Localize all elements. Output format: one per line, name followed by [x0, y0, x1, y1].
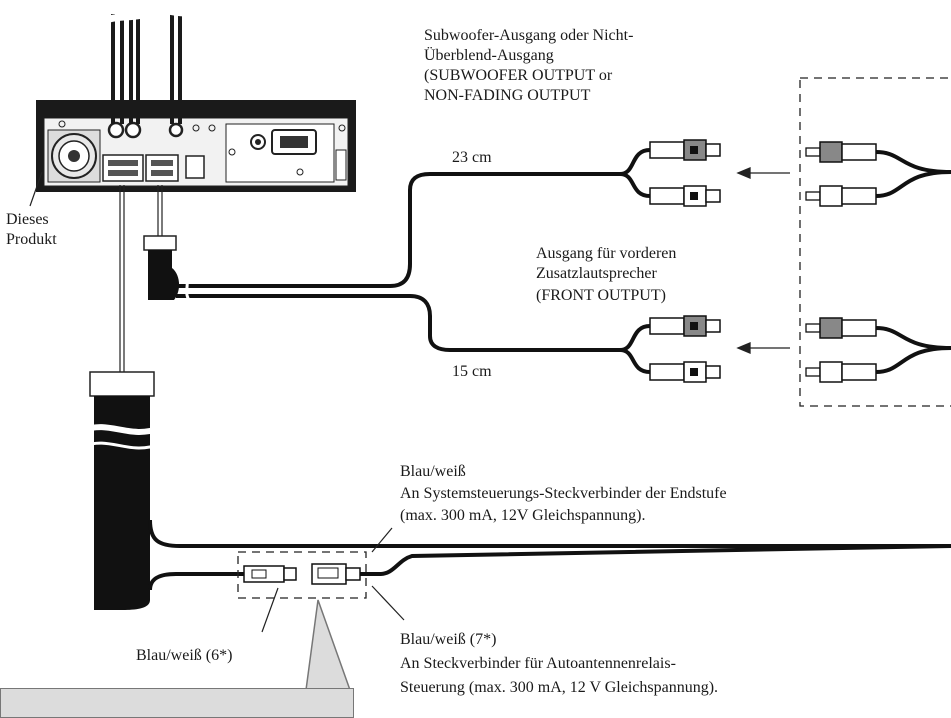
cooling-fan-icon: [47, 129, 101, 183]
main-harness-socket: [102, 154, 144, 182]
leader-lines: [261, 527, 405, 633]
subwoofer-rca-plugs: [619, 139, 721, 207]
cable-23cm: [176, 172, 620, 288]
product-leader-line: [29, 171, 43, 207]
connection-arrows: [736, 167, 790, 354]
system-control-line3: (max. 300 mA, 12V Gleichspannung).: [400, 507, 646, 524]
front-label-line2: Zusatzlautsprecher: [536, 265, 657, 282]
front-label-line3: (FRONT OUTPUT): [536, 287, 666, 304]
product-label-line2: Produkt: [6, 231, 57, 248]
head-unit: [36, 100, 356, 192]
antenna-relay-line3: Steuerung (max. 300 mA, 12 V Gleichspann…: [400, 679, 719, 696]
system-control-line1: Blau/weiß: [400, 463, 466, 480]
subwoofer-label-line3: (SUBWOOFER OUTPUT or: [424, 67, 613, 84]
front-rca-plugs: [619, 315, 721, 383]
front-label-line1: Ausgang für vorderen: [536, 245, 677, 262]
length-23-label: 23 cm: [452, 149, 492, 166]
note-callout-box: [0, 688, 354, 718]
antenna-relay-line2: An Steckverbinder für Autoantennenrelais…: [400, 655, 676, 672]
subwoofer-label-line1: Subwoofer-Ausgang oder Nicht-: [424, 27, 634, 44]
length-15-label: 15 cm: [452, 363, 492, 380]
antenna-relay-line1: Blau/weiß (7*): [400, 631, 497, 648]
system-control-line2: An Systemsteuerungs-Steckverbinder der E…: [400, 485, 727, 502]
connector-dashed-box: [237, 551, 367, 599]
subwoofer-label-line2: Überblend-Ausgang: [424, 47, 554, 64]
subwoofer-label-line4: NON-FADING OUTPUT: [424, 87, 591, 104]
rca-harness-plug: [143, 235, 180, 300]
blue-white-6-label: Blau/weiß (6*): [136, 647, 233, 664]
rca-harness-socket: [145, 154, 179, 182]
main-wire-harness: [82, 371, 951, 610]
callout-pointer: [305, 599, 352, 691]
antenna-cables: [111, 14, 182, 124]
cable-15cm: [176, 294, 620, 352]
amplifier-rca-plugs: [805, 141, 951, 383]
blue-white-connectors: [243, 544, 951, 585]
product-label-line1: Dieses: [6, 211, 49, 228]
external-amplifier-box: [799, 77, 951, 407]
